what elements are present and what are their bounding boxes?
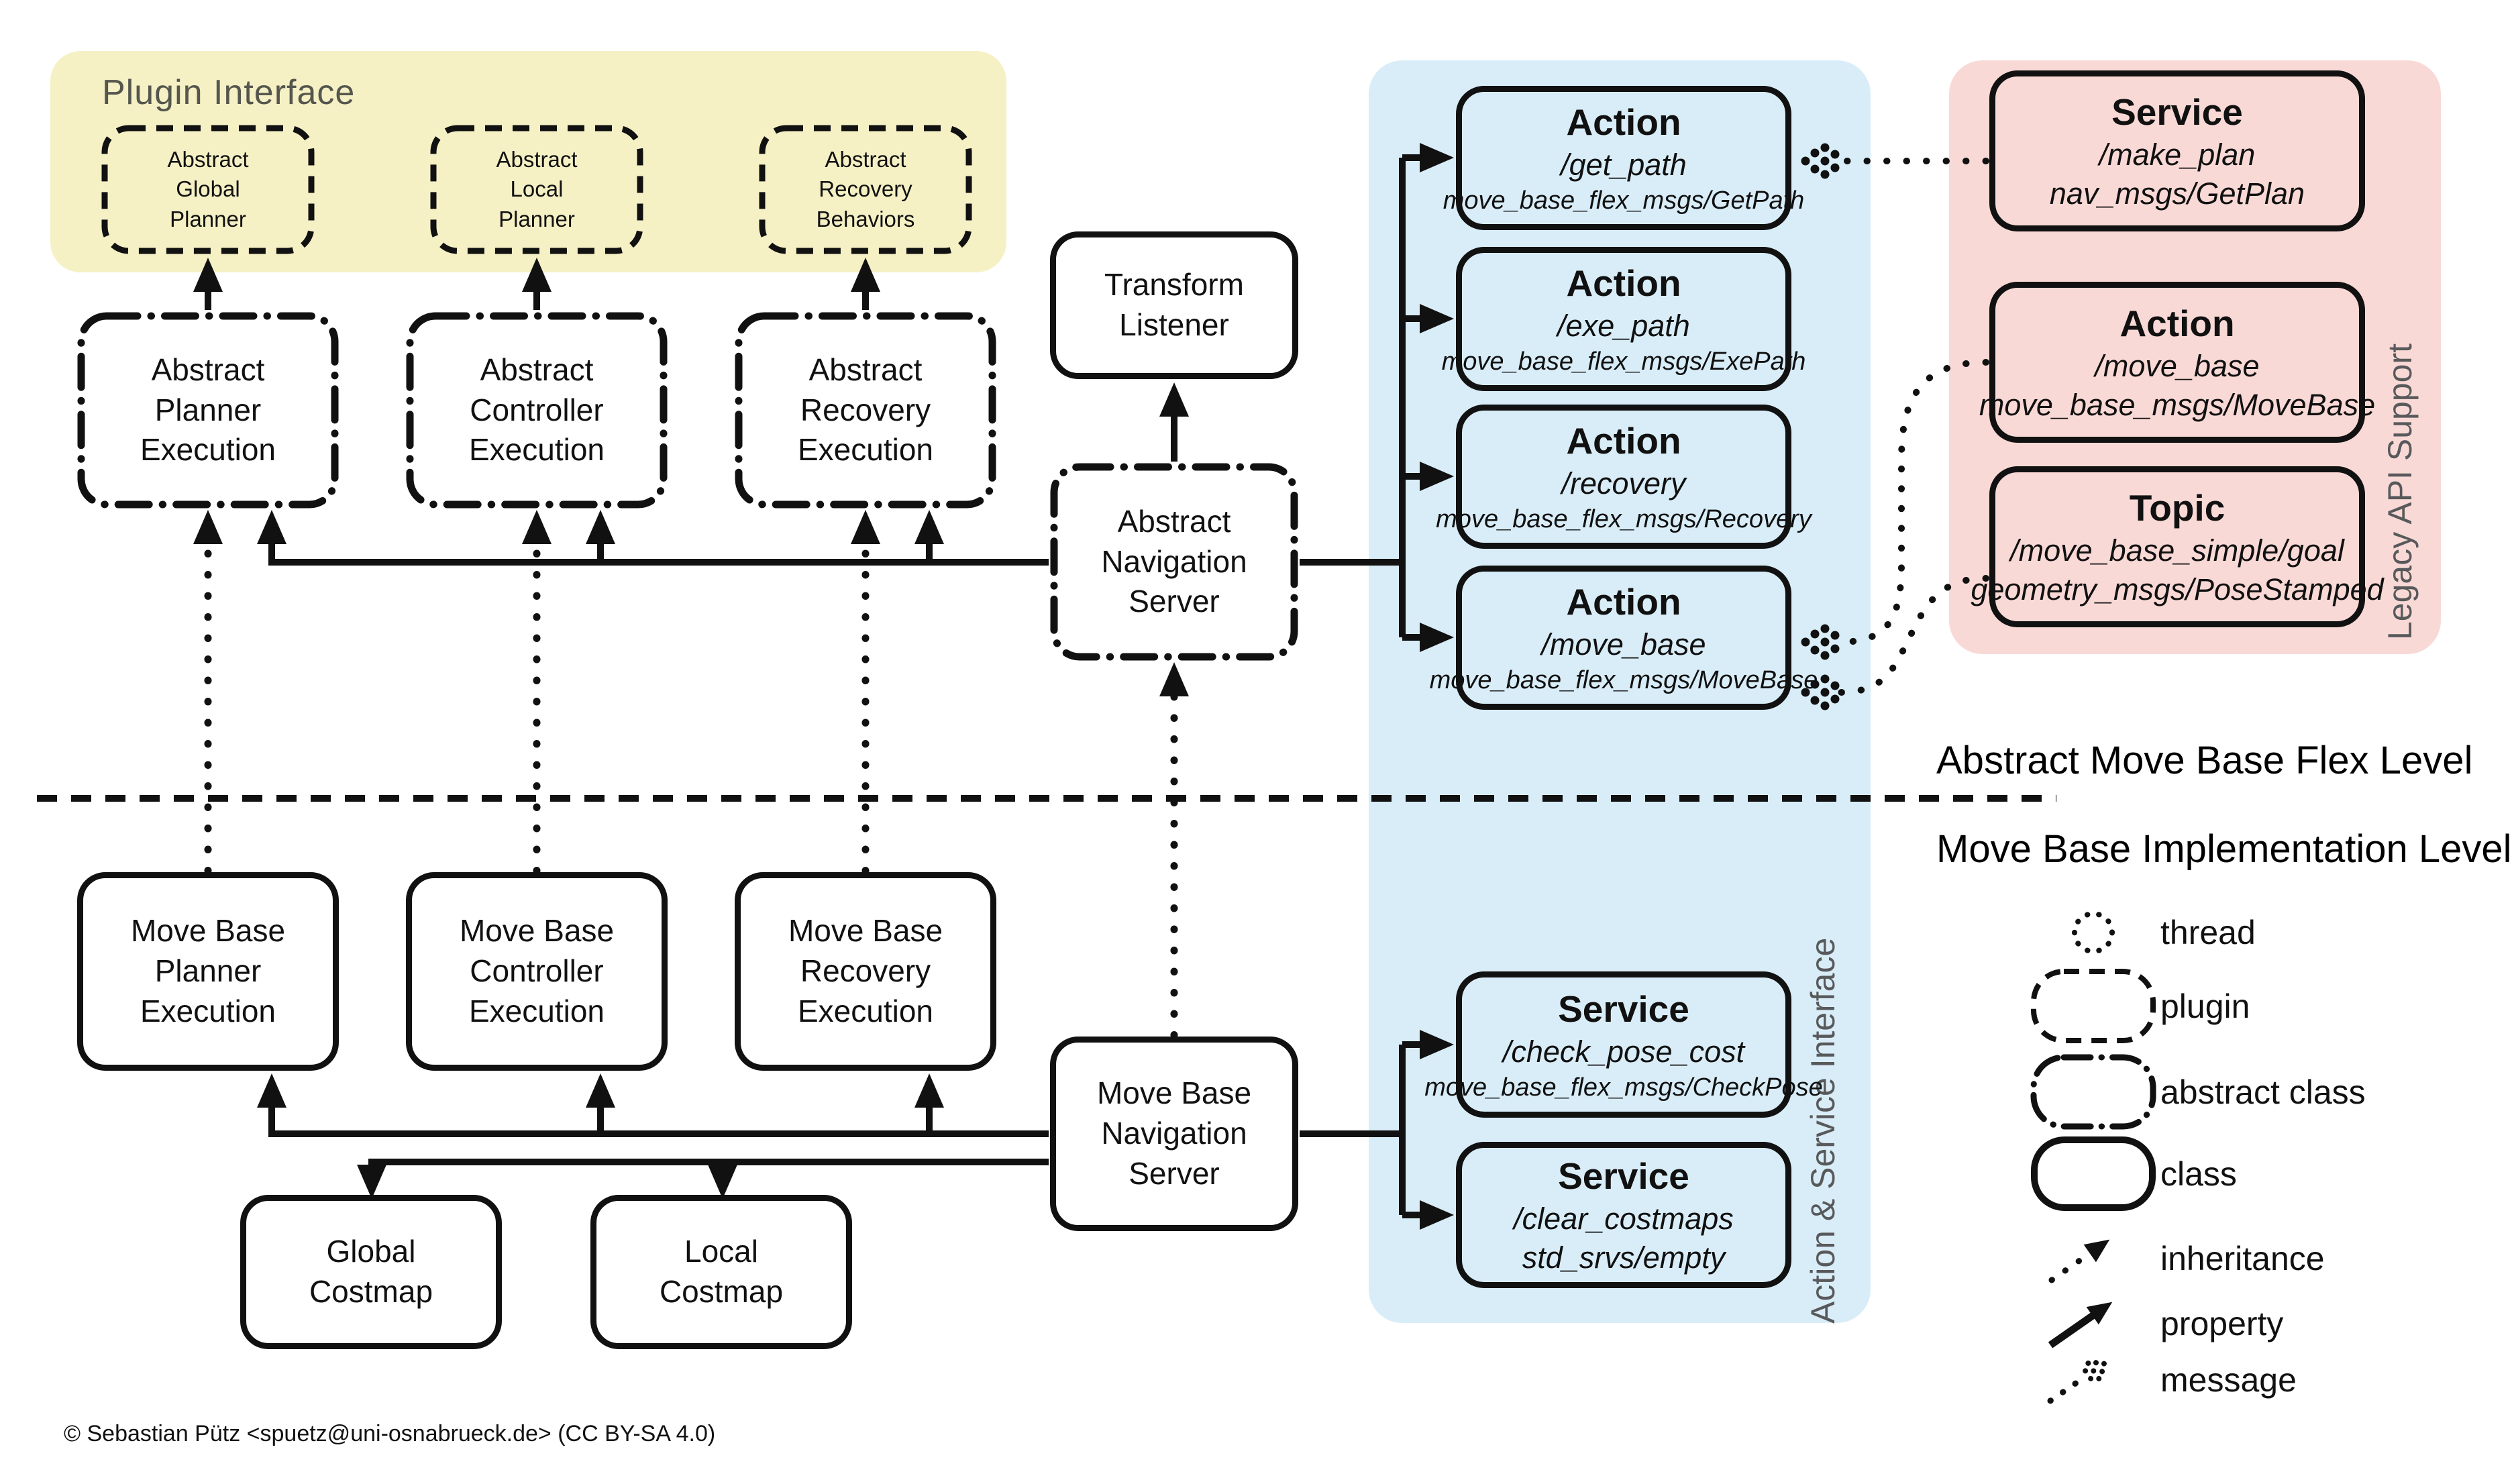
- service-msg: std_srvs/empty: [1522, 1240, 1726, 1275]
- action-get-path-box: Action /get_path move_base_flex_msgs/Get…: [1443, 86, 1804, 230]
- abstract-execution-label: Abstract Recovery Execution: [797, 352, 933, 468]
- plugin-box-label: Abstract Recovery Behaviors: [816, 146, 915, 231]
- plugin-box-abstract-local-planner: Abstract Local Planner: [429, 124, 644, 255]
- legend-item-class: class: [2026, 1135, 2237, 1212]
- abstract-navigation-server-label: Abstract Navigation Server: [1101, 503, 1247, 619]
- action-msg: move_base_flex_msgs/MoveBase: [1429, 666, 1818, 694]
- service-title: Service: [1558, 1155, 1689, 1197]
- property-icon: [2026, 1291, 2160, 1355]
- action-title: Action: [1566, 101, 1681, 143]
- property-connectors: [193, 143, 1454, 1230]
- move-base-navigation-server-box: Move Base Navigation Server: [1050, 1037, 1298, 1231]
- legend-item-inheritance: inheritance: [2026, 1226, 2325, 1290]
- legend-item-property: property: [2026, 1291, 2283, 1355]
- legacy-title: Action: [2119, 303, 2235, 344]
- legacy-msg: move_base_msgs/MoveBase: [1979, 388, 2376, 422]
- copyright-text: © Sebastian Pütz <spuetz@uni-osnabrueck.…: [64, 1421, 716, 1446]
- action-topic: /get_path: [1561, 148, 1687, 182]
- legend-label: thread: [2160, 914, 2256, 951]
- service-clear-costmaps-box: Service /clear_costmaps std_srvs/empty: [1456, 1142, 1791, 1288]
- plugin-icon: [2026, 967, 2160, 1045]
- class-icon: [2026, 1135, 2160, 1212]
- service-title: Service: [1558, 988, 1689, 1030]
- abstract-planner-execution-box: Abstract Planner Execution: [77, 312, 339, 509]
- action-exe-path-box: Action /exe_path move_base_flex_msgs/Exe…: [1442, 247, 1805, 391]
- plugin-box-abstract-recovery-behaviors: Abstract Recovery Behaviors: [758, 124, 973, 255]
- action-msg: move_base_flex_msgs/GetPath: [1443, 187, 1805, 215]
- service-msg: move_base_flex_msgs/CheckPose: [1424, 1073, 1823, 1102]
- global-costmap-box: Global Costmap: [240, 1195, 502, 1349]
- action-move-base-box: Action /move_base move_base_flex_msgs/Mo…: [1430, 566, 1818, 710]
- abstract-recovery-execution-box: Abstract Recovery Execution: [735, 312, 996, 509]
- legacy-service-make-plan-box: Service /make_plan nav_msgs/GetPlan: [1989, 70, 2365, 231]
- inheritance-connectors: [193, 510, 1189, 1039]
- legacy-msg: nav_msgs/GetPlan: [2049, 176, 2305, 211]
- abstract-execution-label: Abstract Controller Execution: [468, 352, 605, 468]
- legacy-msg: geometry_msgs/PoseStamped: [1971, 572, 2384, 606]
- move-base-execution-label: Move Base Recovery Execution: [788, 913, 943, 1028]
- legacy-topic-goal-box: Topic /move_base_simple/goal geometry_ms…: [1971, 466, 2384, 627]
- move-base-execution-label: Move Base Controller Execution: [459, 913, 615, 1028]
- costmap-label: Local Costmap: [659, 1234, 784, 1309]
- plugin-box-abstract-global-planner: Abstract Global Planner: [101, 124, 315, 255]
- legacy-title: Topic: [2129, 487, 2225, 529]
- local-costmap-box: Local Costmap: [590, 1195, 852, 1349]
- legacy-title: Service: [2111, 91, 2243, 133]
- move-base-planner-execution-box: Move Base Planner Execution: [77, 872, 339, 1071]
- action-topic: /move_base: [1541, 627, 1706, 661]
- legacy-topic: /move_base: [2095, 349, 2260, 383]
- plugin-box-label: Abstract Local Planner: [496, 146, 578, 231]
- inheritance-icon: [2026, 1226, 2160, 1290]
- move-base-controller-execution-box: Move Base Controller Execution: [406, 872, 668, 1071]
- costmap-label: Global Costmap: [309, 1234, 433, 1309]
- abstract-execution-label: Abstract Planner Execution: [140, 352, 276, 468]
- action-title: Action: [1566, 420, 1681, 462]
- action-msg: move_base_flex_msgs/ExePath: [1441, 348, 1806, 376]
- lower-level-label: Move Base Implementation Level: [1936, 827, 2512, 871]
- legend-label: property: [2160, 1304, 2284, 1342]
- legend-label: message: [2160, 1361, 2297, 1399]
- action-topic: /exe_path: [1557, 309, 1690, 343]
- legend-label: abstract class: [2160, 1073, 2366, 1111]
- action-title: Action: [1566, 581, 1681, 623]
- service-topic: /clear_costmaps: [1514, 1202, 1734, 1236]
- move-base-navigation-server-label: Move Base Navigation Server: [1096, 1075, 1252, 1191]
- transform-listener-label: Transform Listener: [1104, 267, 1244, 342]
- plugin-interface-label: Plugin Interface: [102, 73, 356, 112]
- legacy-topic: /move_base_simple/goal: [2010, 533, 2344, 568]
- legend-item-thread: thread: [2026, 906, 2256, 959]
- service-topic: /check_pose_cost: [1502, 1034, 1745, 1069]
- message-connectors: [1801, 143, 1989, 710]
- abstract-class-icon: [2026, 1053, 2160, 1130]
- legend-item-message: message: [2026, 1350, 2297, 1410]
- abstract-controller-execution-box: Abstract Controller Execution: [406, 312, 668, 509]
- upper-level-label: Abstract Move Base Flex Level: [1936, 739, 2473, 782]
- message-icon: [2026, 1350, 2160, 1410]
- legacy-action-move-base-box: Action /move_base move_base_msgs/MoveBas…: [1979, 282, 2375, 443]
- service-check-pose-cost-box: Service /check_pose_cost move_base_flex_…: [1424, 971, 1823, 1118]
- plugin-box-label: Abstract Global Planner: [167, 146, 249, 231]
- legend-label: class: [2160, 1155, 2237, 1193]
- legacy-topic: /make_plan: [2099, 138, 2256, 172]
- legend-item-plugin: plugin: [2026, 967, 2250, 1045]
- move-base-recovery-execution-box: Move Base Recovery Execution: [735, 872, 996, 1071]
- action-topic: /recovery: [1561, 466, 1686, 500]
- abstract-navigation-server-box: Abstract Navigation Server: [1050, 463, 1298, 661]
- action-title: Action: [1566, 262, 1681, 304]
- move-base-execution-label: Move Base Planner Execution: [130, 913, 286, 1028]
- legend-label: inheritance: [2160, 1239, 2325, 1277]
- legend-label: plugin: [2160, 987, 2250, 1025]
- action-msg: move_base_flex_msgs/Recovery: [1436, 505, 1812, 533]
- transform-listener-box: Transform Listener: [1050, 231, 1298, 379]
- action-recovery-box: Action /recovery move_base_flex_msgs/Rec…: [1436, 405, 1812, 549]
- legend-item-abstract-class: abstract class: [2026, 1053, 2366, 1130]
- thread-icon: [2026, 906, 2160, 959]
